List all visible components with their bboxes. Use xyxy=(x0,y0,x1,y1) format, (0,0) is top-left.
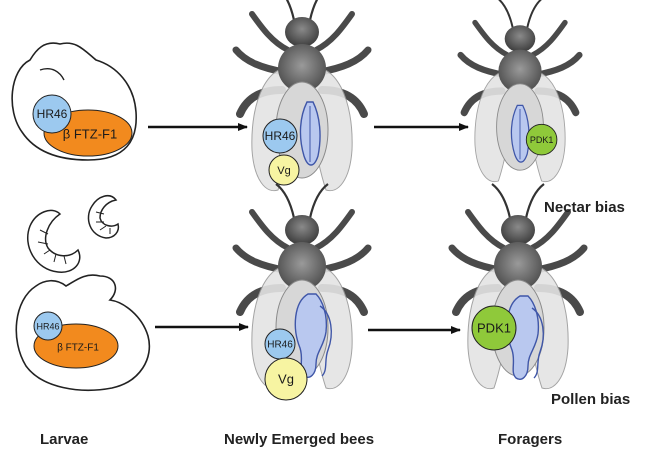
small-larvae xyxy=(28,196,119,272)
hr46-label: HR46 xyxy=(36,321,59,331)
column-label-newly-emerged: Newly Emerged bees xyxy=(224,431,374,448)
hr46-label: HR46 xyxy=(265,129,296,143)
pdk1-label: PDK1 xyxy=(477,320,511,335)
forager-bee-top: PDK1 xyxy=(461,0,580,182)
curled-larva-left xyxy=(28,210,80,272)
hr46-label: HR46 xyxy=(37,107,68,121)
nectar-bias-label: Nectar bias xyxy=(544,199,625,216)
fat-body-organ xyxy=(300,102,320,165)
column-label-larvae: Larvae xyxy=(40,431,88,448)
curled-larva-right xyxy=(88,196,118,238)
ftz-f1-label: β FTZ-F1 xyxy=(57,343,99,354)
newly-emerged-bee-bottom: HR46 Vg xyxy=(236,184,368,400)
pollen-bias-label: Pollen bias xyxy=(551,391,630,408)
larva-bottom: β FTZ-F1 HR46 xyxy=(16,275,149,390)
column-label-foragers: Foragers xyxy=(498,431,562,448)
vg-label: Vg xyxy=(277,165,290,177)
larva-top: β FTZ-F1 HR46 xyxy=(12,43,136,160)
bee-illustration xyxy=(236,0,368,191)
fat-body-organ xyxy=(511,105,529,162)
pdk1-label: PDK1 xyxy=(530,135,554,145)
ftz-f1-label: β FTZ-F1 xyxy=(63,126,117,141)
newly-emerged-bee-top: HR46 Vg xyxy=(236,0,368,191)
hr46-label: HR46 xyxy=(267,340,293,351)
vg-label: Vg xyxy=(278,371,294,386)
